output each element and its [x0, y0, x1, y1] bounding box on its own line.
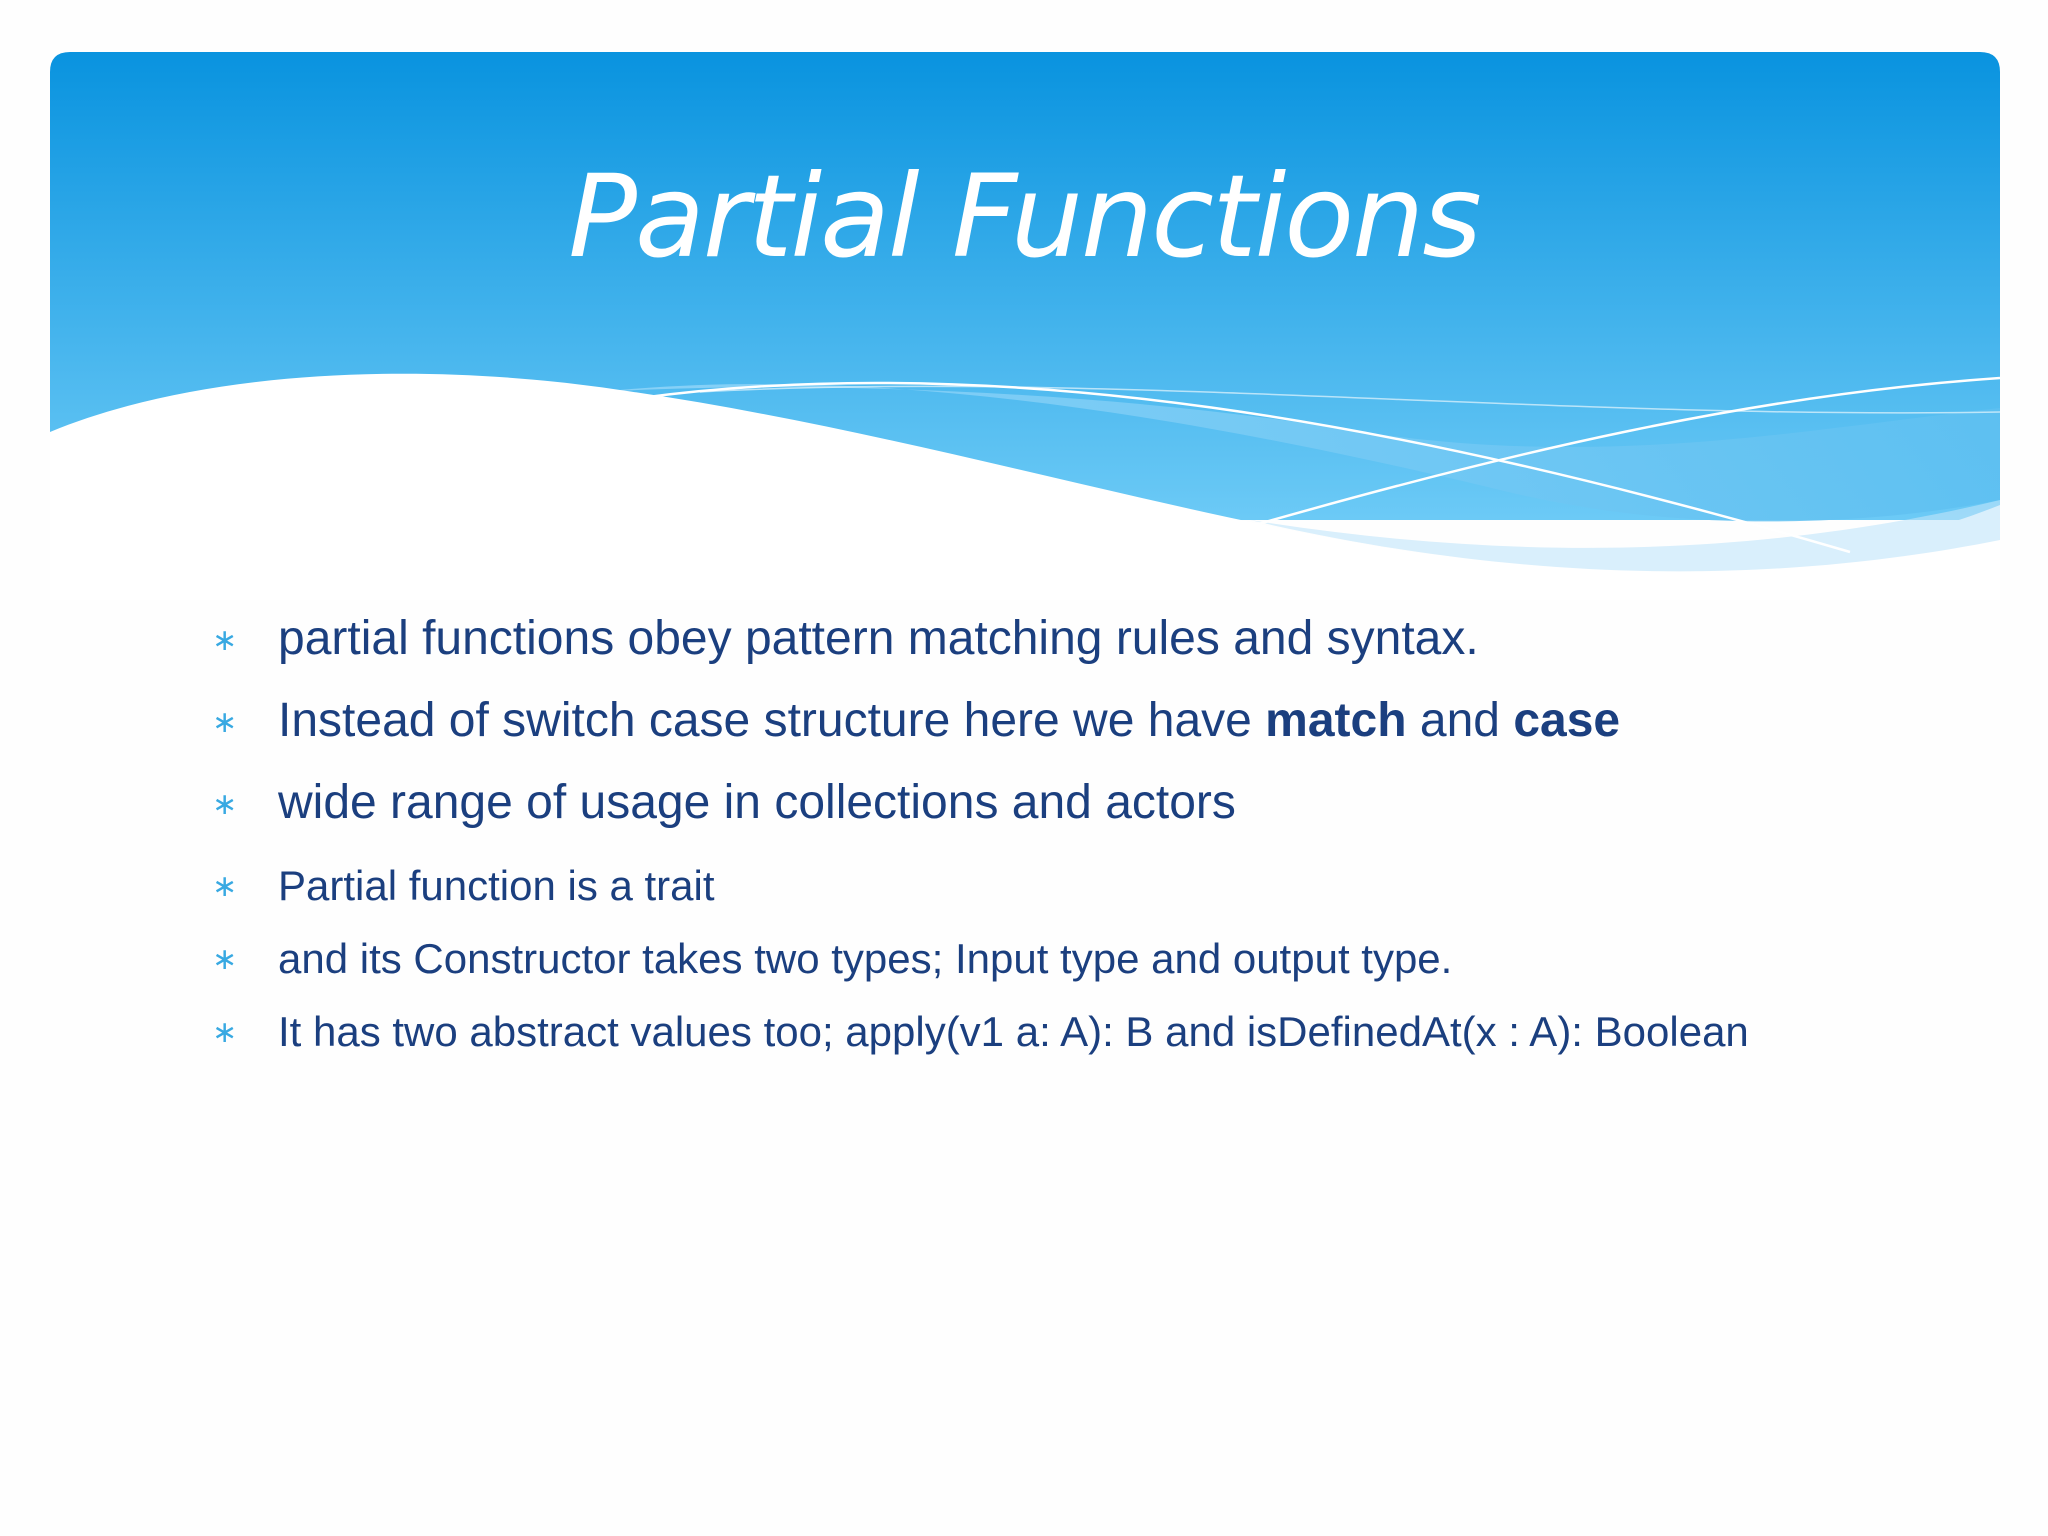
bullet-item: ∗ partial functions obey pattern matchin…: [212, 610, 1852, 668]
bullet-item: ∗ Instead of switch case structure here …: [212, 692, 1852, 750]
bullet-text: It has two abstract values too; apply(v1…: [278, 1008, 1749, 1055]
bullet-item: ∗ and its Constructor takes two types; I…: [212, 929, 1852, 989]
bullet-text: Instead of switch case structure here we…: [278, 694, 1266, 747]
bullet-text: partial functions obey pattern matching …: [278, 612, 1479, 665]
slide-title: Partial Functions: [568, 150, 1482, 283]
bullet-bold-keyword: match: [1265, 694, 1407, 747]
asterisk-bullet-icon: ∗: [212, 1015, 238, 1050]
bullet-bold-keyword: case: [1513, 694, 1621, 747]
bullet-text: and its Constructor takes two types; Inp…: [278, 935, 1453, 982]
bullet-item: ∗ Partial function is a trait: [212, 856, 1852, 916]
bullet-text: Partial function is a trait: [278, 862, 715, 909]
asterisk-bullet-icon: ∗: [212, 942, 238, 977]
asterisk-bullet-icon: ∗: [212, 787, 238, 822]
bullet-list: ∗ partial functions obey pattern matchin…: [212, 610, 1852, 1075]
header-wave-graphic: [50, 52, 2001, 600]
bullet-item: ∗ It has two abstract values too; apply(…: [212, 1002, 1852, 1062]
bullet-text: and: [1406, 694, 1514, 747]
bullet-item: ∗ wide range of usage in collections and…: [212, 774, 1852, 832]
bullet-text: wide range of usage in collections and a…: [278, 776, 1236, 829]
asterisk-bullet-icon: ∗: [212, 869, 238, 904]
asterisk-bullet-icon: ∗: [212, 705, 238, 740]
asterisk-bullet-icon: ∗: [212, 623, 238, 658]
